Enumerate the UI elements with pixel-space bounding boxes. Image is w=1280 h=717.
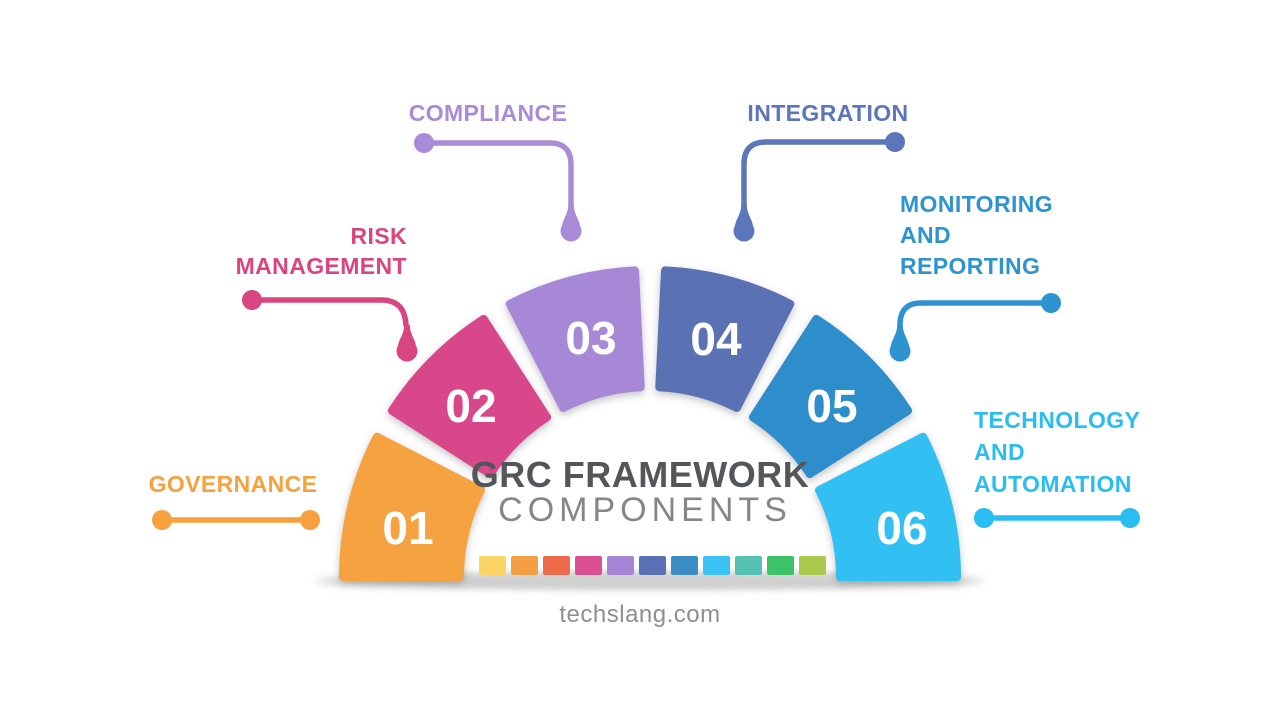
segment-number-06: 06 (876, 502, 927, 554)
segment-number-04: 04 (690, 313, 742, 365)
label-monitoring-line: MONITORING (900, 191, 1054, 217)
label-technology-and-automation: TECHNOLOGY AND AUTOMATION (974, 404, 1194, 500)
arc-segment-05 (748, 314, 913, 479)
segment-number-01: 01 (382, 502, 433, 554)
label-monitoring-line: REPORTING (900, 253, 1041, 279)
label-monitoring-line: AND (900, 222, 952, 248)
label-risk-line: RISK (350, 223, 407, 249)
arc-segment-01 (339, 432, 485, 581)
technology-connector (974, 508, 1140, 528)
governance-connector (152, 510, 320, 530)
compliance-connector (414, 133, 582, 242)
label-monitoring-and-reporting: MONITORING AND REPORTING (900, 189, 1120, 282)
segment-number-05: 05 (806, 380, 857, 432)
label-technology-line: TECHNOLOGY (974, 407, 1141, 433)
arc-segment-06 (815, 432, 961, 581)
label-integration-line: INTEGRATION (747, 100, 909, 126)
palette-swatch (639, 556, 666, 575)
label-governance: GOVERNANCE (142, 469, 324, 499)
palette-swatch (767, 556, 794, 575)
palette-swatch (703, 556, 730, 575)
label-integration: INTEGRATION (737, 98, 919, 128)
integration-connector (733, 132, 905, 242)
palette-swatch (799, 556, 826, 575)
page-title-line1: GRC FRAMEWORK (470, 454, 810, 495)
ground-shadow (410, 574, 890, 586)
palette-swatch (543, 556, 570, 575)
label-compliance-line: COMPLIANCE (408, 100, 568, 126)
palette-swatch (671, 556, 698, 575)
segment-number-03: 03 (565, 312, 616, 364)
palette-swatch (735, 556, 762, 575)
palette-strip (479, 556, 826, 575)
label-technology-line: AUTOMATION (974, 471, 1132, 497)
arc-segment-04 (655, 266, 795, 412)
arc-segment-02 (387, 314, 552, 479)
risk-connector (242, 290, 418, 362)
palette-swatch (607, 556, 634, 575)
label-compliance: COMPLIANCE (397, 98, 579, 128)
palette-swatch (575, 556, 602, 575)
label-risk-management: RISK MANAGEMENT (205, 221, 407, 281)
label-technology-line: AND (974, 439, 1026, 465)
palette-swatch (479, 556, 506, 575)
label-governance-line: GOVERNANCE (148, 471, 318, 497)
monitoring-connector (889, 293, 1061, 362)
arc-segment-03 (505, 266, 645, 412)
watermark-text: techslang.com (559, 601, 721, 628)
page-title-line2: COMPONENTS (498, 491, 792, 529)
segment-number-02: 02 (445, 380, 496, 432)
palette-swatch (511, 556, 538, 575)
label-risk-line: MANAGEMENT (235, 253, 407, 279)
